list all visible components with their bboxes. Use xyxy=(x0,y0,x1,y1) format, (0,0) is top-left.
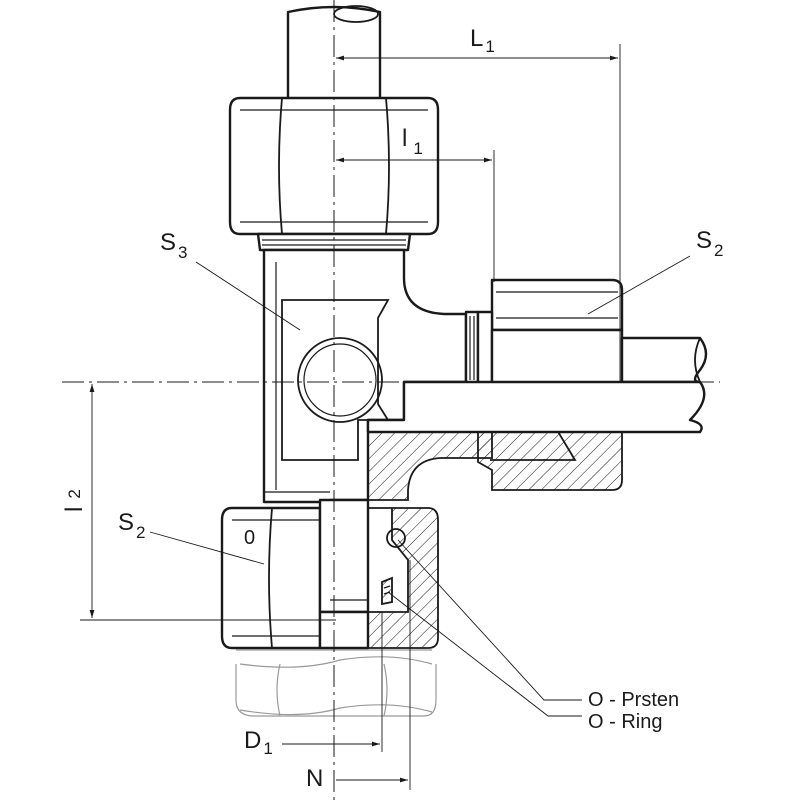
svg-text:l2: l2 xyxy=(61,489,88,512)
o-ring-label-1: O - Prsten xyxy=(588,689,679,711)
o-ring xyxy=(381,528,406,606)
o-ring-label-2: O - Ring xyxy=(588,711,662,733)
dim-label-l2: l2 xyxy=(61,489,88,512)
side-spigot xyxy=(464,310,480,386)
tee-body xyxy=(262,248,468,504)
centerlines xyxy=(62,0,720,800)
nut-marking: 0 xyxy=(244,527,255,549)
leader-lines xyxy=(149,255,691,717)
bottom-hex-nut xyxy=(220,498,439,650)
dim-label-N: N xyxy=(306,765,323,792)
dimension-lines xyxy=(80,44,621,790)
lower-ghost-part xyxy=(235,649,437,717)
